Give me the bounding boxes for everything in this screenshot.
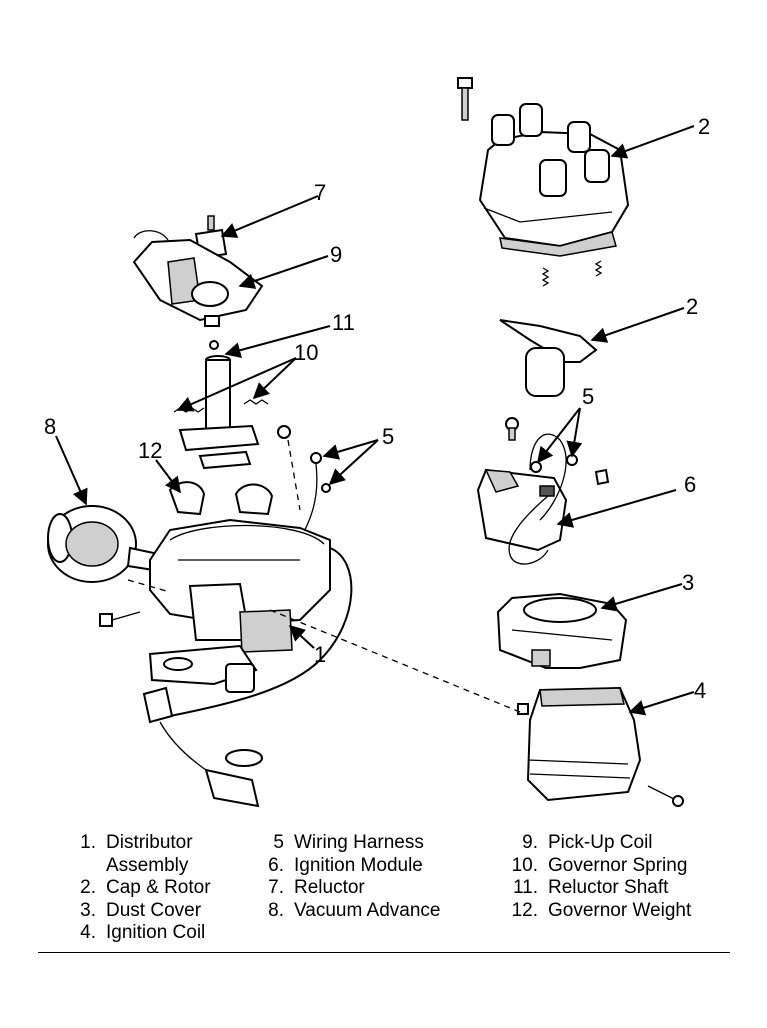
legend-label: Distributor [106, 832, 193, 853]
legend-label: Reluctor [294, 877, 365, 898]
dust-cover [496, 592, 628, 669]
harness-connectors [530, 454, 610, 486]
legend-item: 11. Reluctor Shaft [500, 877, 691, 900]
rotor [499, 319, 598, 397]
legend-label: Cap & Rotor [106, 877, 211, 898]
callout-9: 9 [330, 242, 342, 267]
pick-up-coil [132, 230, 264, 350]
callout-6: 6 [684, 472, 696, 497]
legend-item: 12. Governor Weight [500, 899, 692, 923]
callout-5-right: 5 [582, 384, 594, 409]
legend-label: Governor Spring [548, 854, 688, 876]
legend-label: Vacuum Advance [294, 899, 441, 921]
legend-item: 2. Cap & Rotor [62, 877, 211, 900]
shaft-dashed-line [287, 439, 301, 511]
legend-label: Ignition Coil [106, 922, 206, 943]
legend-label: Reluctor Shaft [548, 877, 669, 898]
callout-12: 12 [138, 438, 162, 463]
legend-label: Governor Weight [548, 899, 692, 921]
wiring-harness [299, 452, 331, 541]
legend-number [62, 855, 96, 878]
legend-item: 1. Distributor [62, 832, 211, 855]
legend-label: Pick-Up Coil [548, 832, 653, 853]
governor-weights [168, 481, 274, 516]
legend-number: 3. [80, 899, 96, 921]
legend-item: 8. Vacuum Advance [262, 900, 440, 923]
callout-2-cap: 2 [698, 114, 710, 139]
callout-11: 11 [332, 310, 355, 335]
legend-label: Ignition Module [294, 854, 423, 876]
vacuum-advance [47, 505, 170, 583]
legend-item: 10. Governor Spring [500, 855, 691, 878]
legend-number: 1. [80, 832, 96, 853]
callout-2-rotor: 2 [686, 294, 698, 319]
coil-screw [647, 785, 684, 807]
legend-item: 3. Dust Cover [62, 900, 211, 923]
ignition-coil [517, 686, 642, 802]
distributor-assembly [148, 518, 353, 717]
distributor-screw [99, 611, 141, 627]
vacuum-dashed-line [127, 579, 171, 593]
callout-3: 3 [682, 570, 694, 595]
callout-10: 10 [294, 340, 318, 365]
legend-number: 4. [80, 922, 96, 943]
legend-item: 6. Ignition Module [262, 855, 440, 878]
cap-springs [541, 260, 603, 287]
distributor-cap [478, 103, 630, 257]
legend-number: 10. [511, 854, 538, 876]
legend-number: 2. [80, 877, 96, 898]
legend-number: 12. [511, 899, 538, 921]
harness-plug [142, 686, 263, 808]
legend-item: 4. Ignition Coil [62, 922, 211, 945]
callout-1: 1 [314, 642, 326, 667]
callout-8: 8 [44, 414, 56, 439]
legend-number: 8. [268, 899, 284, 921]
legend-item: 7. Reluctor [262, 877, 440, 900]
legend-number: 11. [512, 877, 538, 898]
legend-item: Assembly [62, 855, 211, 878]
legend-number: 6. [268, 854, 284, 876]
legend-label: Dust Cover [106, 899, 202, 921]
legend-number: 5 [273, 832, 284, 853]
legend-number: 7. [268, 877, 284, 898]
legend-column-1: 1. Distributor Assembly 2. Cap & Rotor 3. D… [62, 832, 211, 945]
cap-bolt [457, 77, 473, 121]
legend-item: 5 Wiring Harness [262, 832, 440, 855]
legend-label: Wiring Harness [294, 832, 424, 853]
callout-5-left: 5 [382, 424, 394, 449]
module-screw [505, 417, 519, 441]
legend-column-2: 5 Wiring Harness 6. Ignition Module 7. Relu… [262, 832, 440, 922]
legend-column-3: 9. Pick-Up Coil 10. Governor Spring 11. Rel… [500, 832, 692, 923]
legend-item: 9. Pick-Up Coil [500, 832, 691, 855]
legend-label: Assembly [106, 854, 189, 876]
callout-4: 4 [694, 678, 706, 703]
callout-7: 7 [314, 180, 326, 205]
legend-number: 9. [522, 832, 538, 853]
alignment-dashed-line [269, 609, 521, 713]
reluctor-shaft [178, 355, 260, 470]
bottom-divider [38, 952, 730, 953]
ignition-module [476, 433, 568, 565]
callout-arrows [55, 125, 695, 716]
